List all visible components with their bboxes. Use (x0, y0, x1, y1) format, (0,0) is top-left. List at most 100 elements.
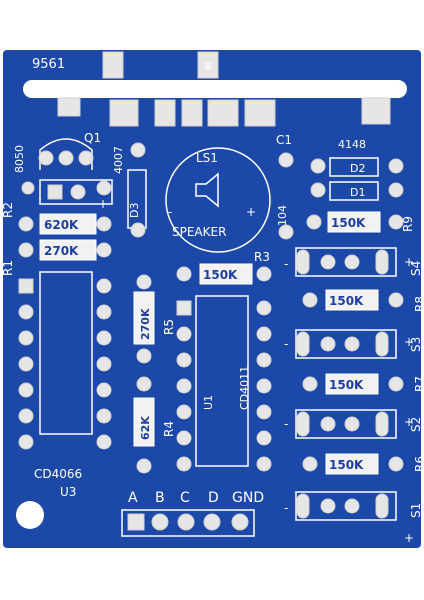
board-slot (23, 80, 407, 98)
speaker-label: SPEAKER (172, 225, 226, 239)
r3-value-box (199, 263, 253, 285)
u1-pads (176, 300, 272, 472)
r4-pad-bottom (136, 458, 152, 474)
switch-pad-mid2-0 (344, 254, 360, 270)
switch-pad-right-0 (375, 249, 389, 275)
s4-label: S4 (409, 261, 423, 276)
contact-pad-6 (244, 99, 276, 127)
d1-outline (329, 181, 379, 201)
r7-value-box (325, 373, 379, 395)
s4-plus-mark: + (404, 255, 414, 269)
r5-pad-top (136, 274, 152, 290)
r3-pad-left (176, 266, 192, 282)
d1-label: D1 (350, 186, 365, 199)
q1-label: Q1 (84, 131, 101, 145)
r5-value: 270K (139, 308, 152, 340)
r2-value: 620K (44, 218, 79, 232)
u1-outline (195, 295, 249, 467)
r9-pad-right (388, 214, 404, 230)
u3-label: U3 (60, 485, 76, 499)
s3-plus-mark: + (404, 335, 414, 349)
speaker-minus-mark: - (168, 205, 172, 219)
u3-pin-1 (18, 278, 34, 294)
contact-pad-3 (154, 99, 176, 127)
switch-outline-0 (295, 247, 397, 277)
u1-pin-9 (256, 430, 272, 446)
c1-pad-bottom (278, 224, 294, 240)
connector-label-c: C (180, 490, 190, 506)
r8-label: R8 (413, 296, 424, 312)
diode-part-label: 4148 (338, 138, 366, 151)
u1-pin-3 (176, 352, 192, 368)
switch-pad-left-1 (296, 331, 310, 357)
r6-value-box (325, 453, 379, 475)
switch-pad-mid1-0 (320, 254, 336, 270)
q1-part-label: 8050 (13, 145, 26, 173)
r5-pad-bottom (136, 348, 152, 364)
r1-label: R1 (1, 260, 15, 276)
r7-pad-left (302, 376, 318, 392)
s3-minus-mark: - (284, 337, 288, 351)
switch-pad-right-2 (375, 411, 389, 437)
r1-value-box (39, 239, 97, 261)
switch-outline-3 (295, 491, 397, 521)
u1-pin-14 (256, 300, 272, 316)
c1-value-label: 104 (276, 205, 289, 226)
r1-pad-left (18, 242, 34, 258)
d3-pad-top (130, 142, 146, 158)
u3-pin-13 (96, 304, 112, 320)
u1-label: U1 (202, 395, 215, 410)
d3-pad-bottom (130, 222, 146, 238)
r2-value-box (39, 213, 97, 235)
u1-part-label: CD4011 (238, 366, 251, 410)
u1-pin-12 (256, 352, 272, 368)
r5-label: R5 (162, 319, 176, 335)
u1-pin-13 (256, 326, 272, 342)
switch-pad-mid2-2 (344, 416, 360, 432)
u3-pin-7 (18, 434, 34, 450)
r6-pad-left (302, 456, 318, 472)
r2-pad-left (18, 216, 34, 232)
u1-pin-8 (256, 456, 272, 472)
r6-pad-right (388, 456, 404, 472)
mounting-hole (16, 501, 44, 529)
u1-pin-5 (176, 404, 192, 420)
u3-pin-14 (96, 278, 112, 294)
r4-label: R4 (162, 421, 176, 437)
d2-pad-left (310, 158, 326, 174)
connector-labels: A B C D GND (128, 490, 264, 506)
connector-label-d: D (208, 490, 219, 506)
u3-pin-11 (96, 356, 112, 372)
q1-pad-3 (78, 150, 94, 166)
r6-value: 150K (329, 458, 364, 472)
u3-pin-6 (18, 408, 34, 424)
q1-pad-1 (38, 150, 54, 166)
d2-label: D2 (350, 162, 365, 175)
contact-pad-5 (207, 99, 239, 127)
board-code: 9561 (32, 57, 65, 72)
connector-label-b: B (155, 490, 165, 506)
u3-pin-8 (96, 434, 112, 450)
r9-label: R9 (401, 216, 415, 232)
s1-label: S1 (409, 503, 423, 518)
s2-plus-mark: + (404, 415, 414, 429)
switch-outline-1 (295, 329, 397, 359)
s3-label: S3 (409, 337, 423, 352)
r3-value: 150K (203, 268, 238, 282)
connector-pin-d (203, 513, 221, 531)
u3-pads (18, 278, 112, 450)
r4-value-box (133, 397, 155, 447)
c1-label: C1 (276, 133, 292, 147)
speaker-icon (195, 172, 219, 208)
u1-pin-6 (176, 430, 192, 446)
connector-pin-b (151, 513, 169, 531)
u3-outline (39, 271, 93, 435)
u1-pin-11 (256, 378, 272, 394)
connector-pin-c (177, 513, 195, 531)
switch-pad-left-3 (296, 493, 310, 519)
d3-part-label: 4007 (112, 146, 125, 174)
r7-pad-right (388, 376, 404, 392)
r7-label: R7 (413, 376, 424, 392)
r9-value-box (327, 211, 381, 233)
